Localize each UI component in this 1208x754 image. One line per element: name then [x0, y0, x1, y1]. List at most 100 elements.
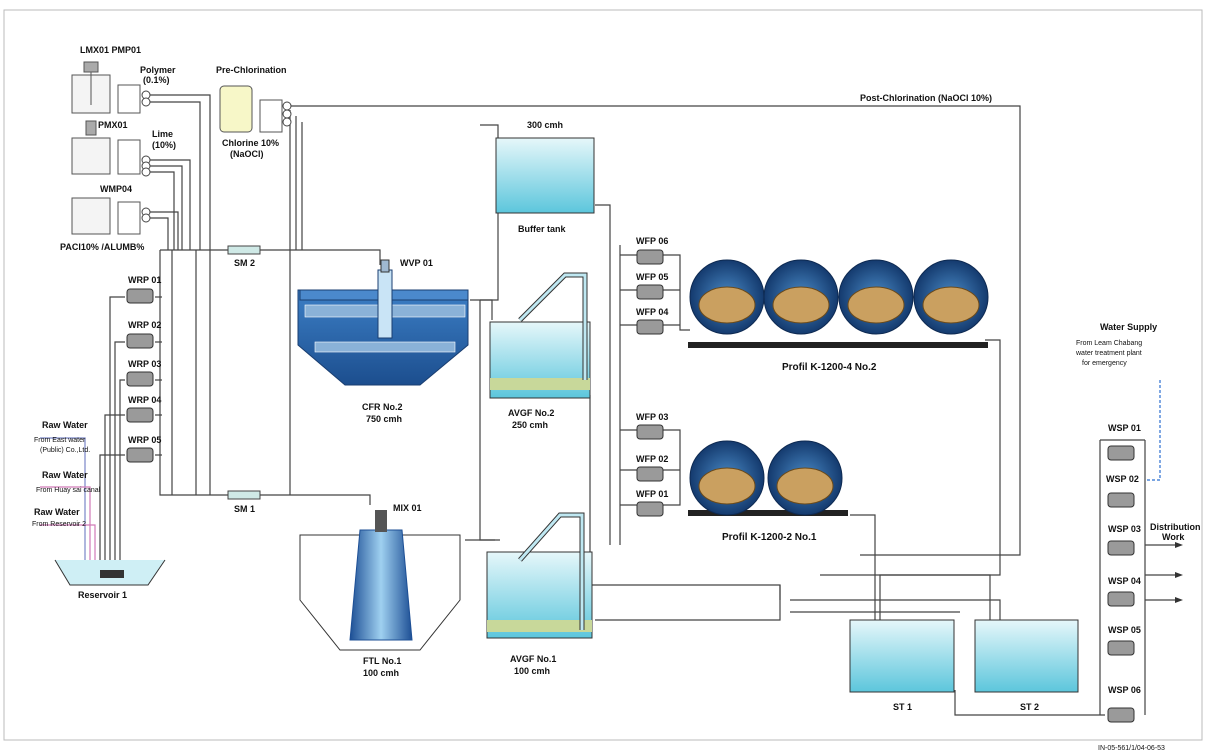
intake-screen	[100, 570, 124, 578]
cfr-flow: 750 cmh	[366, 414, 402, 424]
lime-tank	[71, 137, 111, 175]
wmp-tag-label: WMP04	[100, 184, 132, 194]
avgf1-name: AVGF No.1	[510, 654, 556, 664]
st2-label: ST 2	[1020, 702, 1039, 712]
sm2-label: SM 2	[234, 258, 255, 268]
supply-pumps: WSP 01 WSP 02 WSP 03 WSP 04 WSP 05 WSP 0…	[1106, 423, 1201, 723]
arrow-right-icon	[1175, 597, 1183, 603]
postchlor-label: Post-Chlorination (NaOCl 10%)	[860, 93, 992, 103]
pmx-tag-label: PMX01	[98, 120, 128, 130]
pac-label: PACl10% /ALUMB%	[60, 242, 144, 252]
raw-water-source-1: From East water	[34, 437, 86, 444]
wsp-06-label: WSP 06	[1108, 685, 1141, 695]
raw-water-title-1: Raw Water	[42, 420, 88, 430]
avgf2-flow: 250 cmh	[512, 420, 548, 430]
raw-water-source-1b: (Public) Co.,Ltd.	[40, 447, 90, 454]
polymer-label: Polymer	[140, 65, 176, 75]
pump-icon	[126, 407, 154, 423]
wrp-02-label: WRP 02	[128, 320, 161, 330]
ftl-no1: MIX 01 FTL No.1 100 cmh	[299, 503, 461, 678]
static-mixers: SM 2 SM 1	[227, 245, 261, 514]
profil-filter-no2: Profil K-1200-4 No.2	[688, 259, 989, 373]
water-supply-l2: water treatment plant	[1075, 350, 1142, 357]
pump-icon	[636, 284, 664, 300]
wsp-03-label: WSP 03	[1108, 524, 1141, 534]
chlorine-tank	[219, 85, 253, 133]
distribution-l1: Distribution	[1150, 522, 1201, 532]
arrow-right-icon	[1175, 542, 1183, 548]
buffer-flow: 300 cmh	[527, 120, 563, 130]
mixer-tags-label: LMX01 PMP01	[80, 45, 141, 55]
avgf-no1: AVGF No.1 100 cmh	[486, 512, 593, 676]
water-supply-title: Water Supply	[1100, 322, 1157, 332]
static-mixer-sm1	[227, 490, 261, 500]
storage-tank-st2	[974, 619, 1079, 693]
ftl-name: FTL No.1	[363, 656, 401, 666]
raw-water-title-3: Raw Water	[34, 507, 80, 517]
wfp-01-label: WFP 01	[636, 489, 668, 499]
wrp-03-label: WRP 03	[128, 359, 161, 369]
wfp-02-label: WFP 02	[636, 454, 668, 464]
raw-water-title-2: Raw Water	[42, 470, 88, 480]
chlorine-chem-label: (NaOCl)	[230, 149, 264, 159]
pump-icon	[1107, 492, 1135, 508]
raw-water-pumps: WRP 01 WRP 02 WRP 03 WRP 04 WRP 05	[126, 275, 161, 463]
storage-tank-st1	[849, 619, 955, 693]
wrp-01-label: WRP 01	[128, 275, 161, 285]
wsp-01-label: WSP 01	[1108, 423, 1141, 433]
profil2-label: Profil K-1200-4 No.2	[782, 362, 877, 373]
polymer-dose-label: (0.1%)	[143, 75, 170, 85]
pump-icon	[636, 466, 664, 482]
pump-icon	[126, 371, 154, 387]
pump-icon	[1107, 640, 1135, 656]
pump-icon	[1107, 445, 1135, 461]
wfp-04-label: WFP 04	[636, 307, 668, 317]
mix-tag: MIX 01	[393, 503, 422, 513]
pac-tank	[71, 197, 111, 235]
doc-code: IN-05-561/1/04-06-53	[1098, 745, 1165, 752]
dosing-pump-icon	[141, 167, 151, 177]
wsp-05-label: WSP 05	[1108, 625, 1141, 635]
lime-dose-label: (10%)	[152, 140, 176, 150]
pump-icon	[636, 249, 664, 265]
wsp-04-label: WSP 04	[1108, 576, 1141, 586]
cfr-name: CFR No.2	[362, 402, 403, 412]
st1-label: ST 1	[893, 702, 912, 712]
dosing-pump-icon	[141, 213, 151, 223]
sm1-label: SM 1	[234, 504, 255, 514]
wsp-02-label: WSP 02	[1106, 474, 1139, 484]
ftl-flow: 100 cmh	[363, 668, 399, 678]
dosing-pump-icon	[282, 101, 292, 111]
dosing-pump-icon	[282, 117, 292, 127]
dosing-pump-icon	[141, 97, 151, 107]
clarifier-cfr2: WVP 01 CFR No.2 750 cmh	[297, 258, 469, 424]
raw-water-sources: Raw Water From East water (Public) Co.,L…	[32, 420, 166, 600]
arrow-right-icon	[1175, 572, 1183, 578]
prechlor-label: Pre-Chlorination	[216, 65, 287, 75]
pump-icon	[636, 424, 664, 440]
profil1-label: Profil K-1200-2 No.1	[722, 532, 817, 543]
wvp-tag: WVP 01	[400, 258, 433, 268]
wfp-05-label: WFP 05	[636, 272, 668, 282]
pump-icon	[1107, 591, 1135, 607]
pump-icon	[636, 319, 664, 335]
static-mixer-sm2	[227, 245, 261, 255]
chlorine-label: Chlorine 10%	[222, 138, 279, 148]
profil-filter-no1: Profil K-1200-2 No.1	[688, 440, 848, 543]
chemical-dosing: LMX01 PMP01 Polymer (0.1%) PMX01 Lime (1…	[60, 45, 992, 252]
avgf2-name: AVGF No.2	[508, 408, 554, 418]
pump-icon	[126, 288, 154, 304]
water-supply-note: Water Supply From Leam Chabang water tre…	[1075, 322, 1157, 367]
avgf-no2: AVGF No.2 250 cmh	[489, 272, 591, 430]
buffer-tank: 300 cmh Buffer tank	[495, 120, 595, 234]
pump-icon	[126, 447, 154, 463]
polymer-mixer-motor	[83, 61, 99, 73]
wrp-04-label: WRP 04	[128, 395, 161, 405]
storage-tanks: ST 1 ST 2	[849, 619, 1079, 712]
lime-label: Lime	[152, 129, 173, 139]
pump-icon	[636, 501, 664, 517]
pump-icon	[1107, 540, 1135, 556]
pump-icon	[1107, 707, 1135, 723]
